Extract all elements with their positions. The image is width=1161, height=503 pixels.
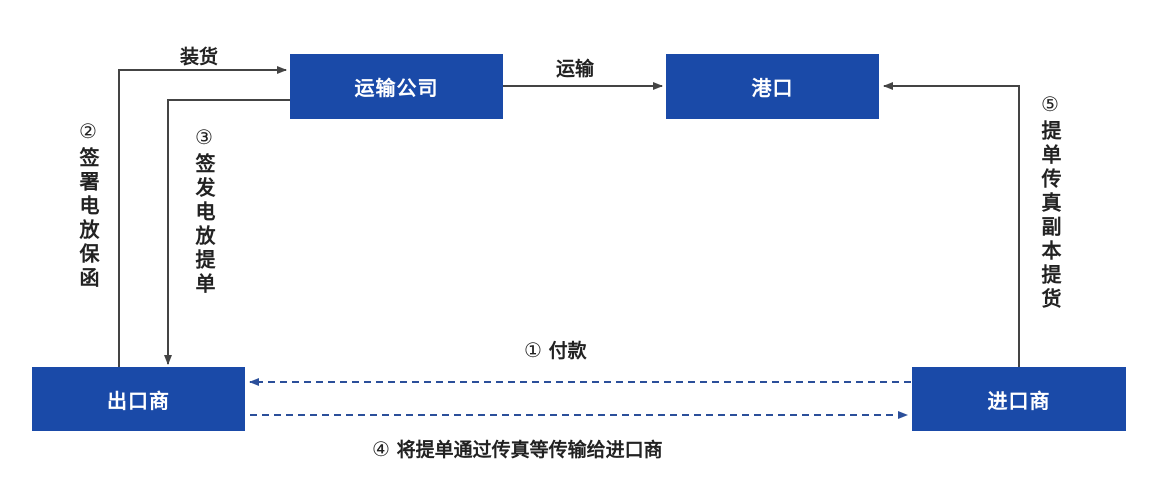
edge-fax-text: 将提单通过传真等传输给进口商 bbox=[396, 439, 663, 461]
edge-issue-bl-label: ③签发电放提单 bbox=[190, 125, 219, 297]
edge-load-arrow bbox=[118, 66, 287, 367]
edge-payment-label: ① 付款 bbox=[524, 336, 587, 363]
edge-pickup-text: 提单传真副本提货 bbox=[1038, 120, 1062, 312]
node-port: 港口 bbox=[666, 54, 879, 119]
node-importer: 进口商 bbox=[912, 367, 1126, 431]
step-5-marker: ⑤ bbox=[1038, 92, 1062, 120]
edge-sign-guarantee-text: 签署电放保函 bbox=[76, 147, 100, 291]
edge-fax-label: ④ 将提单通过传真等传输给进口商 bbox=[372, 435, 663, 462]
node-exporter: 出口商 bbox=[32, 367, 245, 431]
edge-transport-label: 运输 bbox=[556, 58, 595, 80]
step-4-marker: ④ bbox=[372, 437, 390, 461]
edge-issue-bl-text: 签发电放提单 bbox=[192, 153, 216, 297]
edge-pickup-label: ⑤提单传真副本提货 bbox=[1036, 92, 1065, 312]
edge-pickup-arrow bbox=[883, 82, 1020, 367]
edge-sign-guarantee-label: ②签署电放保函 bbox=[74, 119, 103, 291]
edge-load-label: 装货 bbox=[180, 46, 219, 68]
edge-payment-text: 付款 bbox=[548, 340, 587, 362]
node-transport-company: 运输公司 bbox=[290, 54, 503, 119]
edge-issue-bl-arrow bbox=[164, 99, 290, 365]
step-2-marker: ② bbox=[76, 119, 100, 147]
step-1-marker: ① bbox=[524, 338, 542, 362]
step-3-marker: ③ bbox=[192, 125, 216, 153]
